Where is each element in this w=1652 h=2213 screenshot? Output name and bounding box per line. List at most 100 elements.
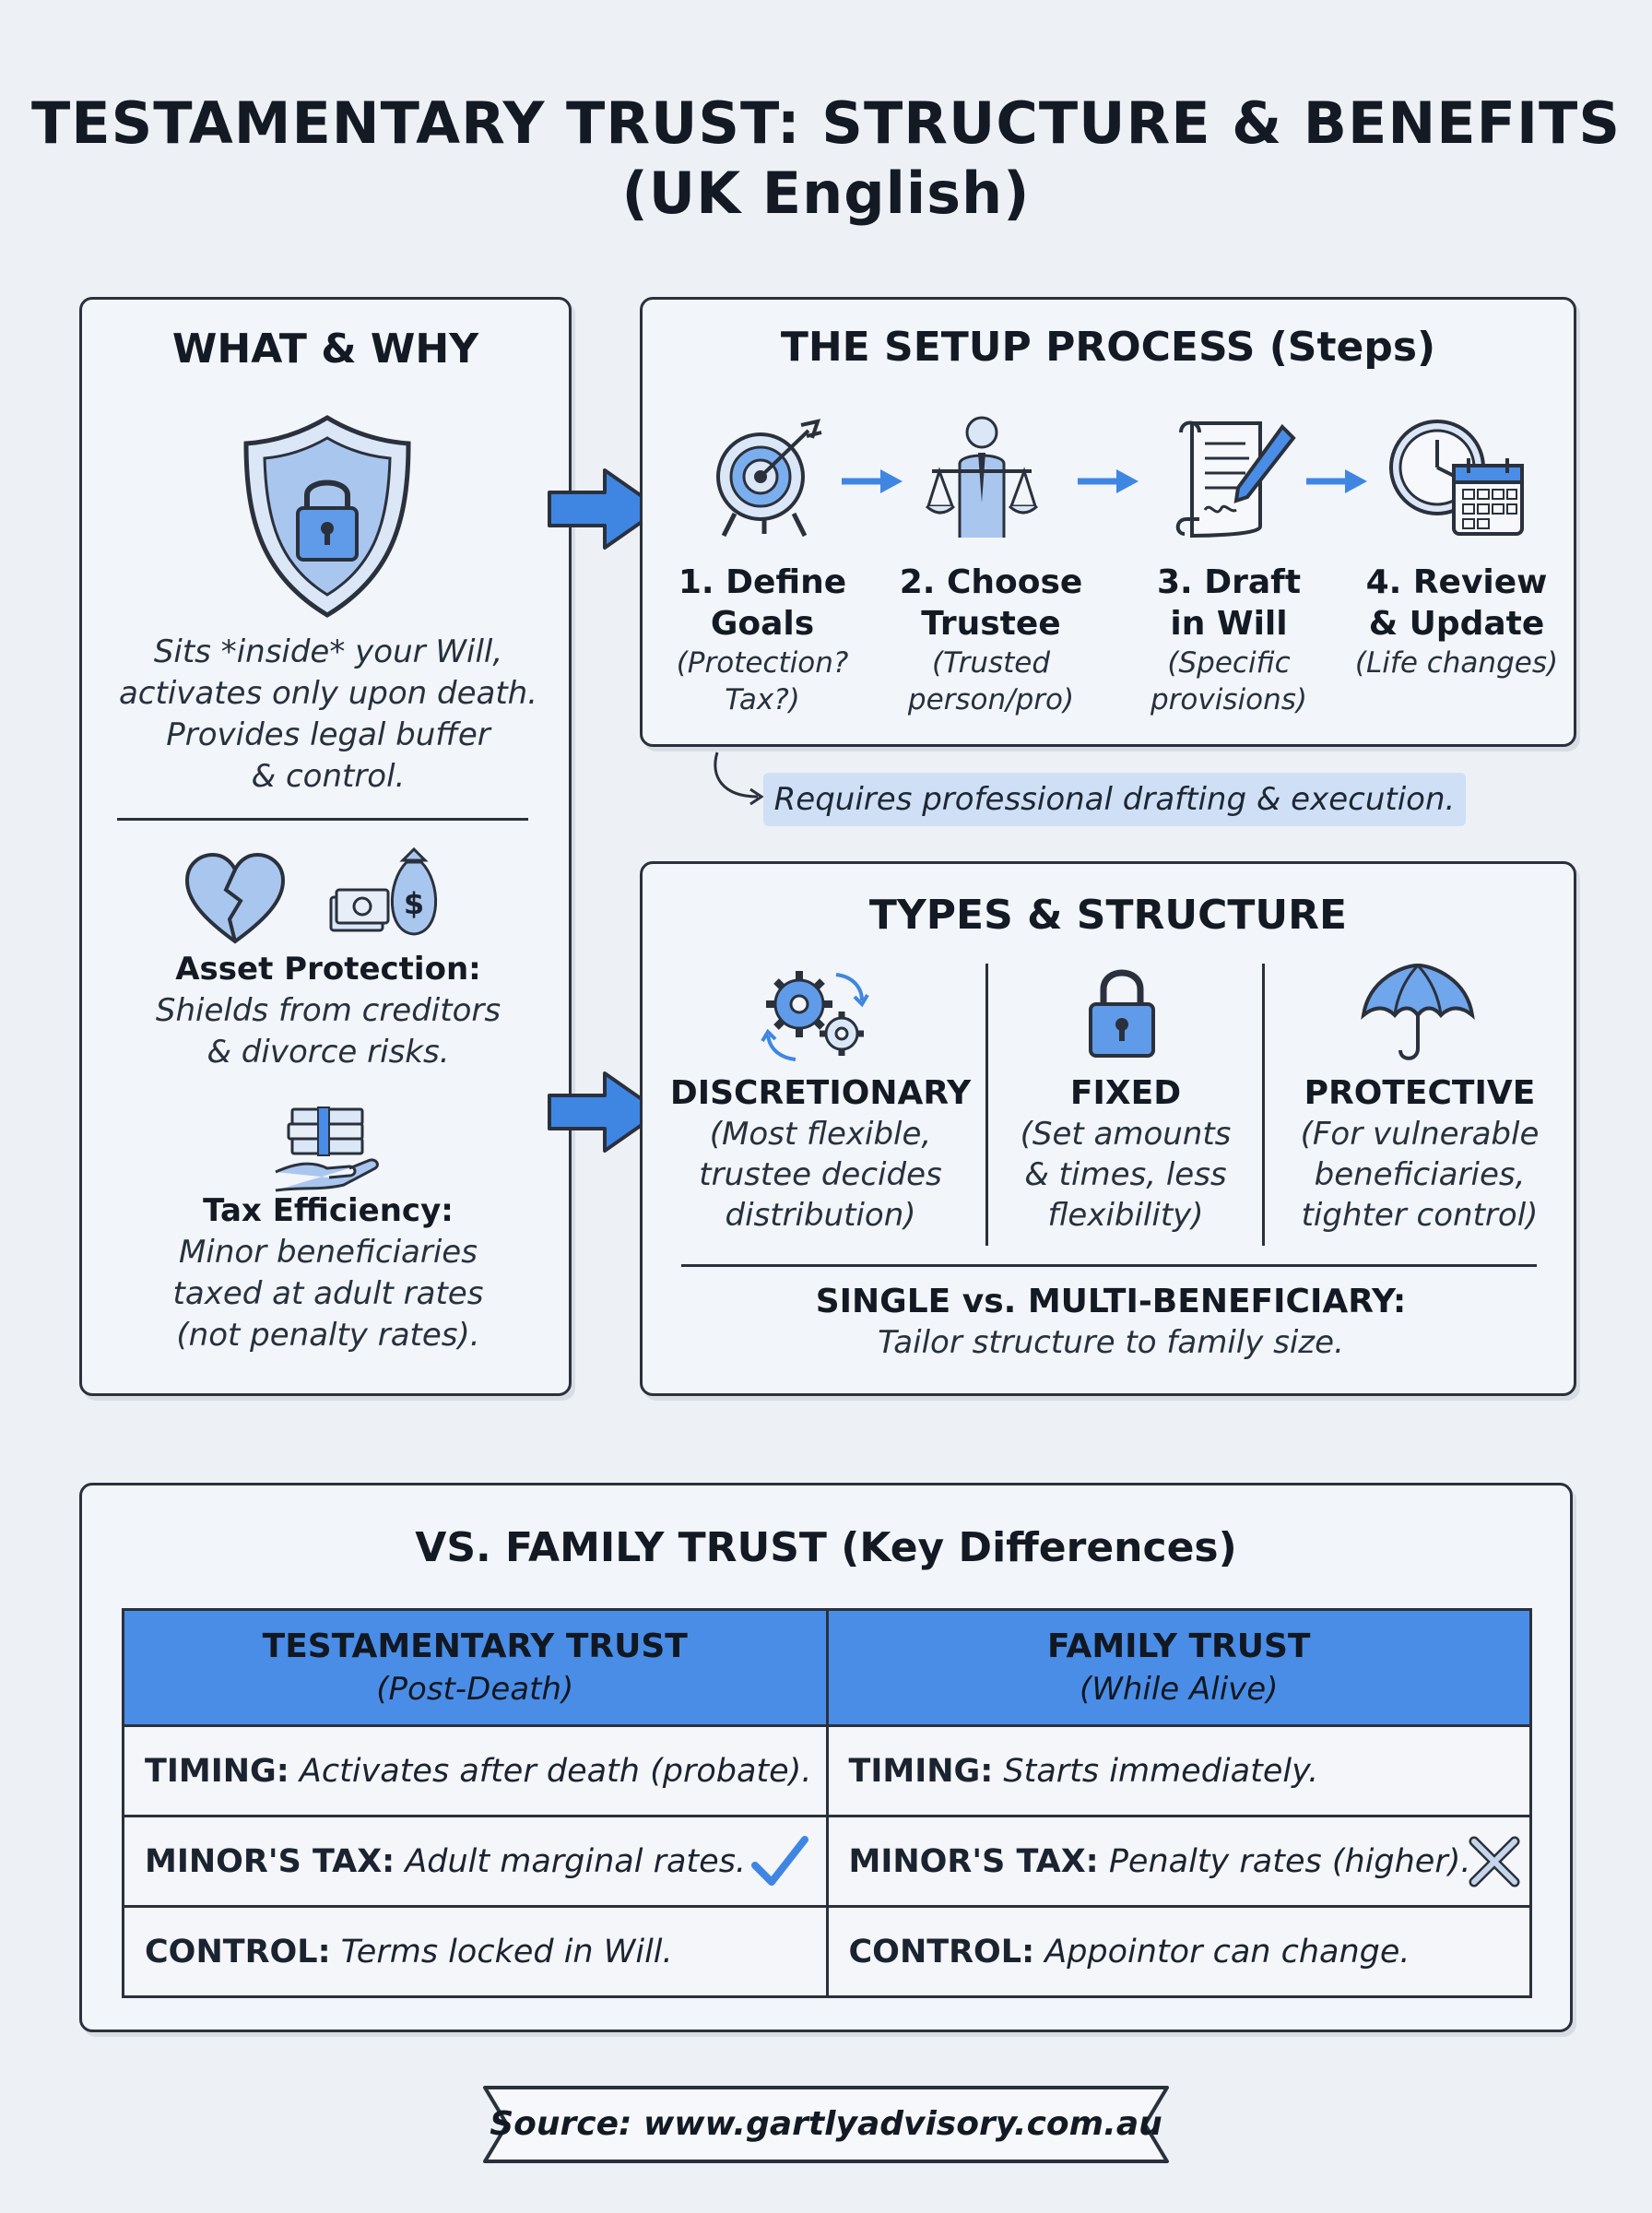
comparison-table: TESTAMENTARY TRUST (Post-Death) FAMILY T… [122, 1608, 1532, 1998]
svg-text:$: $ [404, 886, 424, 921]
what-why-heading: WHAT & WHY [171, 325, 479, 373]
type-description: beneficiaries, [1314, 1156, 1526, 1194]
arrow-small-icon [1078, 469, 1139, 493]
column-divider [985, 964, 988, 1246]
step-description: (Life changes) [1354, 646, 1559, 680]
type-description: trustee decides [699, 1156, 942, 1194]
what-why-intro: Sits *inside* your Will, activates only … [82, 632, 574, 798]
step-description: (Trusted [931, 646, 1051, 680]
step-label: & Update [1368, 605, 1545, 643]
table-row: CONTROL: Terms locked in Will. CONTROL: … [122, 1905, 1532, 1998]
type-fixed: FIXED (Set amounts & times, less flexibi… [993, 1072, 1258, 1237]
title-line-1: TESTAMENTARY TRUST: STRUCTURE & BENEFITS [30, 89, 1622, 157]
step-description: person/pro) [907, 683, 1075, 717]
padlock-icon [1089, 969, 1155, 1058]
table-cell: MINOR'S TAX: Penalty rates (higher). [825, 1815, 1532, 1908]
what-why-panel: WHAT & WHY Sits *inside* your Will, acti… [79, 297, 572, 1396]
step-label: 2. Choose [899, 563, 1083, 601]
tax-efficiency-text: Minor beneficiaries [179, 1233, 478, 1271]
type-label: DISCRETIONARY [669, 1074, 972, 1112]
cash-hand-icon [275, 1106, 379, 1192]
setup-step-3: 3. Draft in Will (Specific provisions) [1126, 562, 1332, 719]
cell-key: CONTROL: [848, 1933, 1035, 1970]
column-title: TESTAMENTARY TRUST [262, 1627, 688, 1665]
table-cell: CONTROL: Terms locked in Will. [122, 1905, 829, 1998]
setup-step-1: 1. Define Goals (Protection? Tax?) [661, 562, 864, 719]
arrow-right-icon [548, 1071, 662, 1153]
cell-value: Activates after death (probate). [299, 1752, 812, 1790]
type-description: (Set amounts [1020, 1116, 1232, 1153]
beneficiary-note-text: Tailor structure to family size. [878, 1324, 1344, 1361]
gears-icon [761, 971, 869, 1061]
cell-value: Penalty rates (higher). [1108, 1842, 1471, 1880]
type-description: flexibility) [1047, 1197, 1204, 1235]
cell-key: CONTROL: [145, 1933, 331, 1970]
beneficiary-note-label: SINGLE vs. MULTI-BENEFICIARY: [815, 1283, 1407, 1320]
table-header-row: TESTAMENTARY TRUST (Post-Death) FAMILY T… [122, 1608, 1532, 1727]
section-divider [117, 818, 528, 821]
asset-protection: Asset Protection: Shields from creditors… [82, 949, 574, 1073]
source-link[interactable]: Source: www.gartlyadvisory.com.au [490, 2105, 1162, 2143]
money-bag-icon: $ [329, 846, 438, 936]
arrow-small-icon [1306, 469, 1367, 493]
shield-lock-icon [243, 415, 411, 618]
page-title: TESTAMENTARY TRUST: STRUCTURE & BENEFITS… [0, 89, 1652, 228]
step-description: Tax?) [725, 683, 800, 717]
tax-efficiency: Tax Efficiency: Minor beneficiaries taxe… [82, 1190, 574, 1356]
table-cell: TIMING: Starts immediately. [825, 1724, 1532, 1817]
type-protective: PROTECTIVE (For vulnerable beneficiaries… [1269, 1072, 1570, 1237]
trustee-scales-icon [925, 416, 1039, 538]
tax-efficiency-label: Tax Efficiency: [203, 1192, 454, 1229]
asset-protection-text: Shields from creditors [155, 991, 502, 1029]
target-icon [716, 419, 822, 538]
setup-process-heading: THE SETUP PROCESS (Steps) [780, 324, 1436, 371]
step-label: in Will [1170, 605, 1288, 643]
column-title: FAMILY TRUST [1047, 1627, 1311, 1665]
cell-value: Adult marginal rates. [405, 1842, 747, 1880]
intro-line: activates only upon death. [118, 674, 538, 712]
section-divider [681, 1264, 1537, 1267]
step-description: provisions) [1150, 683, 1307, 717]
intro-line: & control. [251, 757, 406, 795]
cell-key: MINOR'S TAX: [145, 1842, 395, 1880]
type-description: (Most flexible, [709, 1116, 932, 1153]
column-header-testamentary: TESTAMENTARY TRUST (Post-Death) [122, 1608, 829, 1727]
step-label: 4. Review [1365, 563, 1548, 601]
column-divider [1262, 964, 1265, 1246]
tax-efficiency-text: taxed at adult rates [172, 1274, 484, 1312]
table-row: MINOR'S TAX: Adult marginal rates. MINOR… [122, 1815, 1532, 1908]
cross-icon [1469, 1836, 1519, 1888]
scroll-pen-icon [1175, 420, 1296, 538]
step-label: 1. Define [678, 563, 847, 601]
cell-value: Appointor can change. [1044, 1933, 1410, 1970]
cell-key: TIMING: [145, 1752, 289, 1790]
types-structure-heading: TYPES & STRUCTURE [868, 892, 1348, 939]
comparison-heading: VS. FAMILY TRUST (Key Differences) [415, 1524, 1237, 1571]
cell-key: TIMING: [848, 1752, 994, 1790]
type-description: & times, less [1024, 1156, 1227, 1194]
arrow-small-icon [842, 469, 903, 493]
step-label: Trustee [921, 605, 1061, 643]
cell-key: MINOR'S TAX: [848, 1842, 1099, 1880]
type-description: distribution) [725, 1197, 916, 1235]
table-cell: MINOR'S TAX: Adult marginal rates. [122, 1815, 829, 1908]
type-description: (For vulnerable [1300, 1116, 1540, 1153]
curved-arrow-icon [714, 751, 764, 806]
step-label: 3. Draft [1156, 563, 1302, 601]
arrow-right-icon [548, 468, 662, 550]
table-row: TIMING: Activates after death (probate).… [122, 1724, 1532, 1817]
step-label: Goals [710, 605, 815, 643]
setup-process-panel: THE SETUP PROCESS (Steps) [640, 297, 1576, 747]
step-description: (Protection? [676, 646, 849, 680]
broken-heart-icon [184, 852, 286, 944]
step-description: (Specific [1167, 646, 1291, 680]
title-line-2: (UK English) [621, 159, 1031, 227]
column-subtitle: (While Alive) [1079, 1670, 1279, 1708]
intro-line: Provides legal buffer [166, 716, 490, 753]
setup-step-4: 4. Review & Update (Life changes) [1341, 562, 1572, 681]
beneficiary-note: SINGLE vs. MULTI-BENEFICIARY: Tailor str… [643, 1281, 1579, 1363]
setup-step-2: 2. Choose Trustee (Trusted person/pro) [884, 562, 1098, 719]
asset-protection-text: & divorce risks. [206, 1033, 450, 1071]
types-structure-panel: TYPES & STRUCTURE DISCRETIONARY (Most fl… [640, 861, 1576, 1396]
cell-value: Terms locked in Will. [340, 1933, 673, 1970]
